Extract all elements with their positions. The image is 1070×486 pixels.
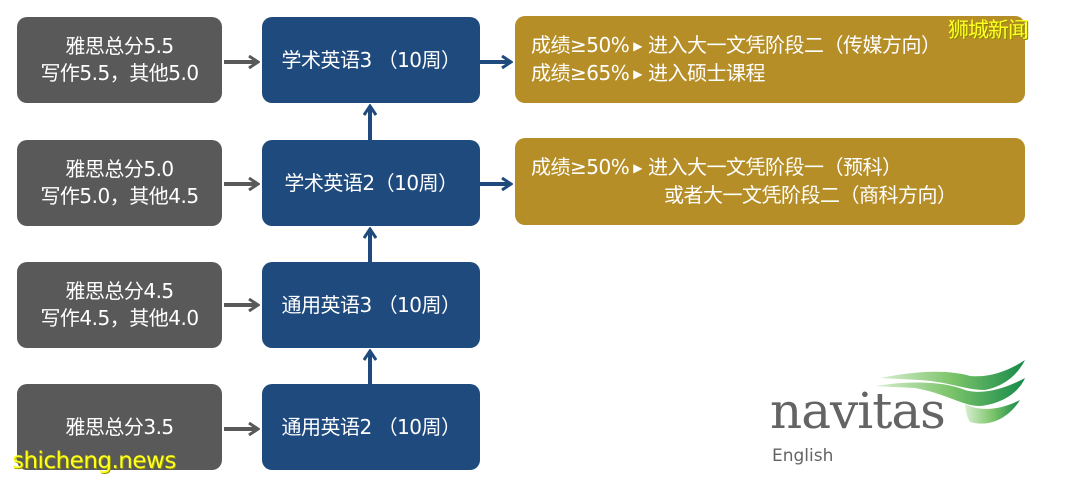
- outcome-result: 进入大一文凭阶段一（预科）: [647, 155, 902, 179]
- outcome-result: 进入硕士课程: [647, 60, 766, 85]
- requirement-line1: 雅思总分5.0: [65, 157, 174, 181]
- requirement-line2: 写作4.5，其他4.0: [40, 306, 199, 330]
- requirement-line2: 写作5.0，其他4.5: [40, 184, 199, 208]
- requirement-box-2: 雅思总分5.0 写作5.0，其他4.5: [17, 140, 222, 226]
- course-box-academic-2: 学术英语2（10周）: [262, 140, 480, 226]
- course-box-general-3: 通用英语3 （10周）: [262, 262, 480, 348]
- requirement-line1: 雅思总分5.5: [65, 34, 174, 58]
- outcome-condition: 成绩≥65%: [531, 60, 630, 85]
- triangle-bullet-icon: ▶: [633, 38, 642, 53]
- requirement-line1: 雅思总分3.5: [65, 414, 174, 439]
- outcome-continuation: 或者大一文凭阶段二（商科方向）: [664, 183, 957, 207]
- outcome-result: 进入大一文凭阶段二（传媒方向）: [647, 32, 941, 57]
- course-box-general-2: 通用英语2 （10周）: [262, 384, 480, 470]
- triangle-bullet-icon: ▶: [633, 66, 642, 81]
- requirement-box-3: 雅思总分4.5 写作4.5，其他4.0: [17, 262, 222, 348]
- course-box-academic-3: 学术英语3 （10周）: [262, 17, 480, 103]
- outcome-row: 成绩≥65%▶ 进入硕士课程: [531, 60, 765, 88]
- outcome-condition: 成绩≥50%: [531, 155, 630, 179]
- watermark-cn: 狮城新闻: [948, 18, 1029, 42]
- requirement-box-1: 雅思总分5.5 写作5.5，其他5.0: [17, 17, 222, 103]
- requirement-line1: 雅思总分4.5: [65, 279, 174, 303]
- logo-subtitle: English: [772, 446, 834, 466]
- course-label: 学术英语3 （10周）: [281, 47, 461, 72]
- course-label: 学术英语2（10周）: [284, 170, 458, 195]
- requirement-line2: 写作5.5，其他5.0: [40, 61, 199, 85]
- logo-wordmark: navitas: [770, 382, 946, 440]
- wing-swoosh-icon: [875, 360, 1025, 424]
- outcome-condition: 成绩≥50%: [531, 32, 630, 57]
- watermark-en: shicheng.news: [12, 448, 176, 474]
- outcome-box-1: 成绩≥50%▶ 进入大一文凭阶段二（传媒方向） 成绩≥65%▶ 进入硕士课程: [515, 16, 1025, 103]
- course-label: 通用英语2 （10周）: [281, 414, 461, 439]
- course-label: 通用英语3 （10周）: [281, 292, 461, 317]
- outcome-box-2: 成绩≥50%▶ 进入大一文凭阶段一（预科） 或者大一文凭阶段二（商科方向）: [515, 138, 1025, 225]
- requirement-box-4: 雅思总分3.5: [17, 384, 222, 470]
- navitas-english-logo: navitas English: [770, 356, 1040, 476]
- triangle-bullet-icon: ▶: [633, 161, 642, 175]
- outcome-row: 成绩≥50%▶ 进入大一文凭阶段二（传媒方向）: [531, 32, 941, 60]
- outcome-row: 成绩≥50%▶ 进入大一文凭阶段一（预科）: [531, 154, 902, 182]
